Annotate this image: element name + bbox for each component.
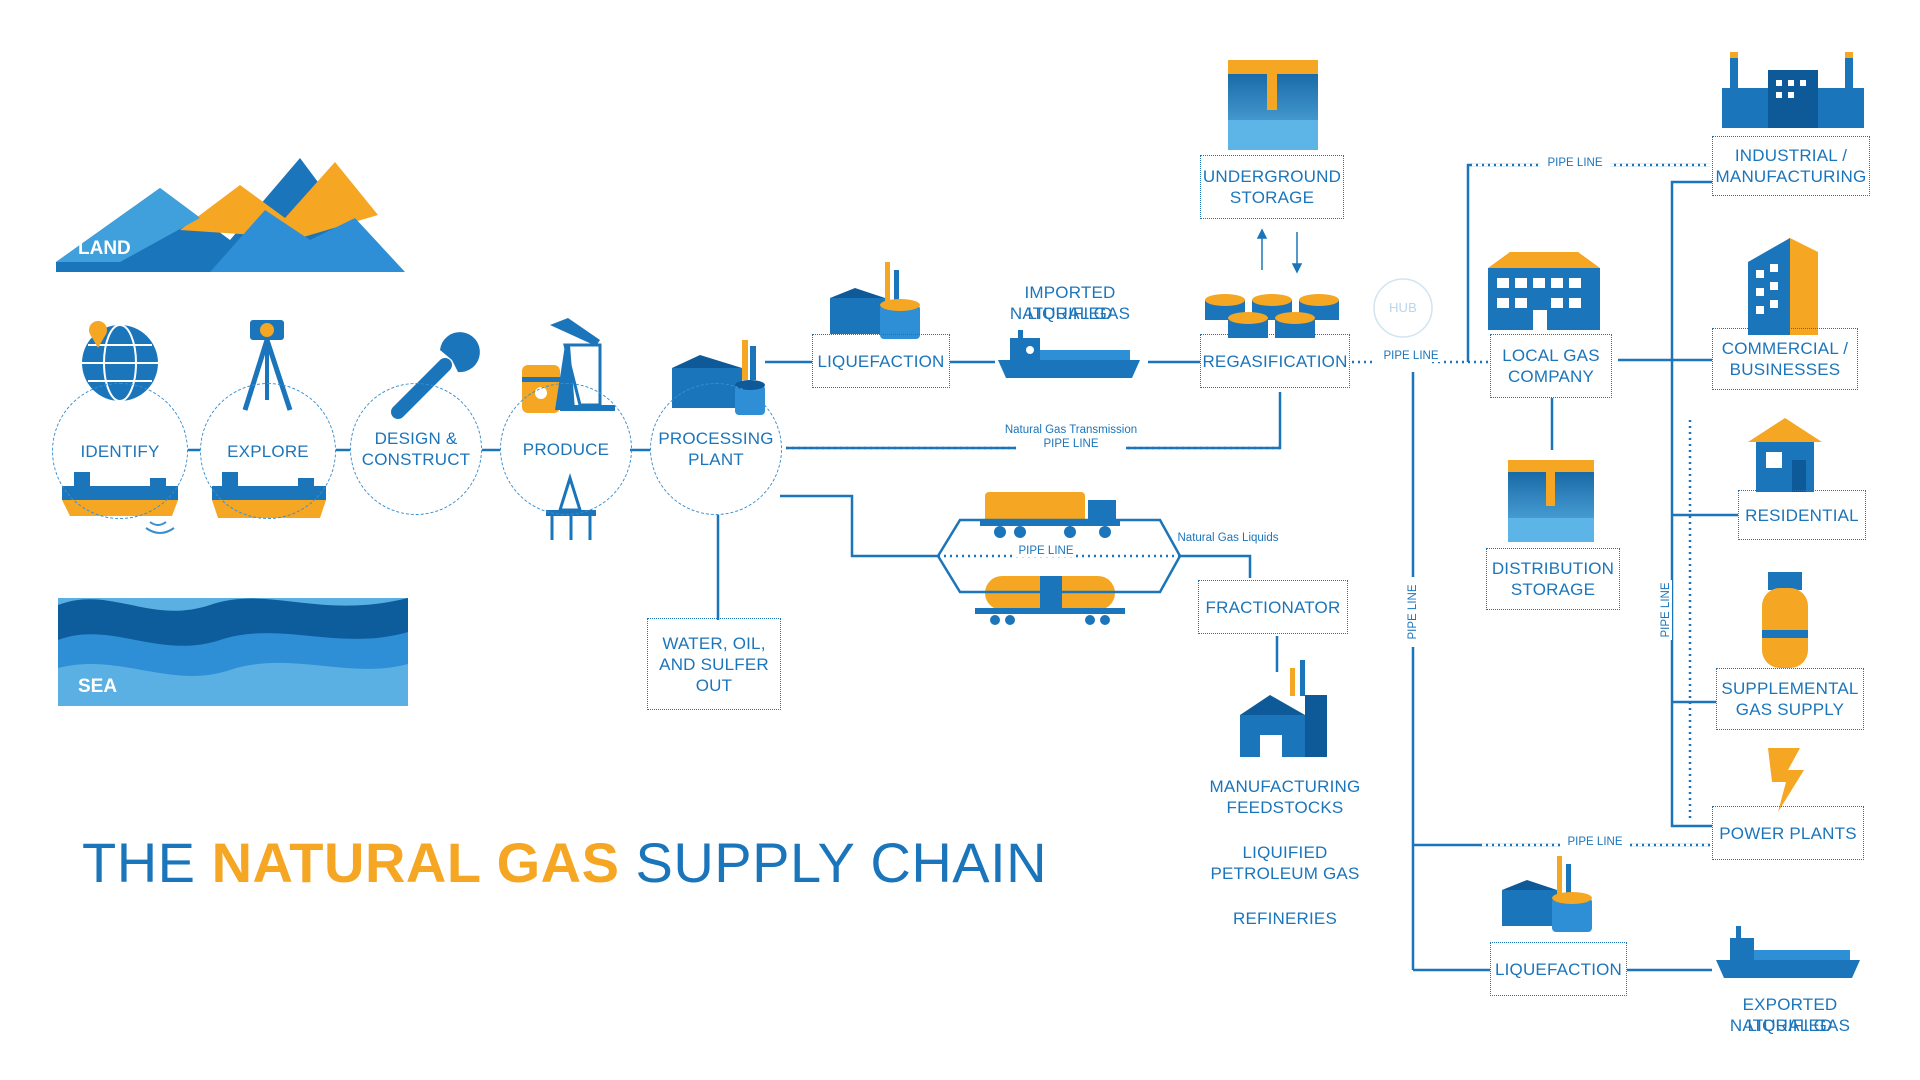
house-icon xyxy=(1748,418,1822,492)
imported-lng-label-1: IMPORTED LIQUIFIED xyxy=(1024,283,1116,323)
supplemental-label-2: GAS SUPPLY xyxy=(1735,700,1845,719)
land-label: LAND xyxy=(78,238,131,259)
regasification-label: REGASIFICATION xyxy=(1202,351,1348,371)
commercial-businesses-box[interactable]: COMMERCIAL / BUSINESSES xyxy=(1712,328,1858,390)
step-processing-label-2: PLANT xyxy=(688,450,744,469)
industrial-factory-icon xyxy=(1722,52,1864,128)
liquefaction-bottom-label: LIQUEFACTION xyxy=(1494,959,1623,979)
title-part-1: THE xyxy=(82,831,212,894)
step-design-label-1: DESIGN & xyxy=(374,429,458,448)
lng-export-ship-icon xyxy=(1716,926,1860,978)
water-label-1: WATER, OIL, xyxy=(662,633,766,653)
pipe-line-label-ngl: PIPE LINE xyxy=(1016,545,1076,557)
office-building-icon xyxy=(1488,252,1600,330)
commercial-label-1: COMMERCIAL / xyxy=(1721,339,1849,358)
land-mountains-icon xyxy=(56,158,405,272)
local-gas-company-box[interactable]: LOCAL GAS COMPANY xyxy=(1490,334,1612,398)
pipe-line-label-transmission: PIPE LINE xyxy=(1016,438,1126,450)
flow-arrows xyxy=(1256,228,1303,274)
power-plants-label: POWER PLANTS xyxy=(1719,823,1857,843)
underground-label-2: STORAGE xyxy=(1229,188,1315,207)
distribution-label-2: STORAGE xyxy=(1510,580,1596,599)
pipe-line-label-vertical: PIPE LINE xyxy=(1407,577,1419,647)
liquefaction-top-box[interactable]: LIQUEFACTION xyxy=(812,334,950,388)
step-produce-label: PRODUCE xyxy=(522,439,610,459)
imported-lng-label-2: NATURAL GAS xyxy=(1009,304,1131,323)
underground-storage-icon xyxy=(1228,60,1318,150)
factory-icon xyxy=(1240,660,1327,757)
tanker-truck-icon xyxy=(980,492,1120,538)
distribution-storage-box[interactable]: DISTRIBUTION STORAGE xyxy=(1486,548,1620,610)
pipe-line-label-power: PIPE LINE xyxy=(1560,836,1630,848)
lpg-label-2: PETROLEUM GAS xyxy=(1210,864,1360,883)
power-plants-box[interactable]: POWER PLANTS xyxy=(1712,806,1864,860)
residential-label: RESIDENTIAL xyxy=(1745,505,1859,525)
step-explore-label: EXPLORE xyxy=(227,441,309,461)
manufacturing-feedstocks-label-2: FEEDSTOCKS xyxy=(1226,798,1344,817)
water-oil-sulfer-box[interactable]: WATER, OIL, AND SULFER OUT xyxy=(647,618,781,710)
industrial-manufacturing-box[interactable]: INDUSTRIAL / MANUFACTURING xyxy=(1712,136,1870,196)
step-identify[interactable]: IDENTIFY xyxy=(52,383,188,519)
liquefaction-bottom-box[interactable]: LIQUEFACTION xyxy=(1490,942,1627,996)
distribution-storage-icon xyxy=(1508,460,1594,542)
title-part-3: SUPPLY CHAIN xyxy=(619,831,1048,894)
local-gas-label-2: COMPANY xyxy=(1507,367,1595,386)
supplemental-gas-supply-box[interactable]: SUPPLEMENTAL GAS SUPPLY xyxy=(1716,668,1864,730)
pipe-line-label-hub: PIPE LINE xyxy=(1378,350,1444,362)
regasification-tanks-icon xyxy=(1205,294,1339,338)
lng-ship-icon xyxy=(998,330,1140,378)
diagram-title: THE NATURAL GAS SUPPLY CHAIN xyxy=(82,830,1047,895)
pipe-line-label-industrial: PIPE LINE xyxy=(1540,157,1610,169)
distribution-label-1: DISTRIBUTION xyxy=(1491,559,1615,578)
step-design-construct[interactable]: DESIGN & CONSTRUCT xyxy=(350,383,482,515)
step-processing-plant[interactable]: PROCESSING PLANT xyxy=(650,383,782,515)
sea-waves-icon xyxy=(58,598,408,706)
globe-icon xyxy=(82,321,158,402)
step-processing-label-1: PROCESSING xyxy=(658,429,774,448)
sea-label: SEA xyxy=(78,676,118,697)
water-label-2: AND SULFER xyxy=(659,654,769,674)
exported-lng-label-2: NATURAL GAS xyxy=(1729,1016,1851,1035)
refineries-label: REFINERIES xyxy=(1232,909,1338,928)
step-explore[interactable]: EXPLORE xyxy=(200,383,336,519)
lightning-icon xyxy=(1768,748,1804,812)
underground-label-1: UNDERGROUND xyxy=(1202,167,1342,186)
exported-lng-label-1: EXPORTED LIQUIFIED xyxy=(1742,995,1838,1035)
step-produce[interactable]: PRODUCE xyxy=(500,383,632,515)
commercial-label-2: BUSINESSES xyxy=(1729,360,1841,379)
fractionator-label: FRACTIONATOR xyxy=(1205,597,1341,617)
industrial-label-2: MANUFACTURING xyxy=(1715,167,1867,186)
ngl-label: Natural Gas Liquids xyxy=(1177,532,1279,544)
residential-box[interactable]: RESIDENTIAL xyxy=(1738,490,1866,540)
industrial-label-1: INDUSTRIAL / xyxy=(1734,146,1848,165)
hub-label: HUB xyxy=(1388,300,1418,315)
commercial-building-icon xyxy=(1748,238,1818,335)
liquefaction-top-label: LIQUEFACTION xyxy=(817,351,945,371)
hub-icon xyxy=(1373,278,1433,338)
pipe-line-label-right-trunk: PIPE LINE xyxy=(1660,580,1672,640)
lpg-label-1: LIQUIFIED xyxy=(1242,843,1328,862)
title-part-2: NATURAL GAS xyxy=(211,831,620,894)
liquefaction-plant-icon xyxy=(830,262,920,339)
water-label-3: OUT xyxy=(695,675,733,695)
supplemental-label-1: SUPPLEMENTAL xyxy=(1721,679,1859,698)
ng-transmission-label: Natural Gas Transmission xyxy=(1004,424,1138,436)
manufacturing-feedstocks-label-1: MANUFACTURING xyxy=(1209,777,1361,796)
regasification-box[interactable]: REGASIFICATION xyxy=(1200,334,1350,388)
step-design-label-2: CONSTRUCT xyxy=(361,450,471,469)
liquefaction-plant-icon xyxy=(1502,856,1592,932)
underground-storage-box[interactable]: UNDERGROUND STORAGE xyxy=(1200,155,1344,219)
local-gas-label-1: LOCAL GAS xyxy=(1502,346,1600,365)
gas-cylinder-icon xyxy=(1762,572,1808,668)
fractionator-box[interactable]: FRACTIONATOR xyxy=(1198,580,1348,634)
step-identify-label: IDENTIFY xyxy=(80,441,160,461)
rail-tank-car-icon xyxy=(975,576,1125,625)
